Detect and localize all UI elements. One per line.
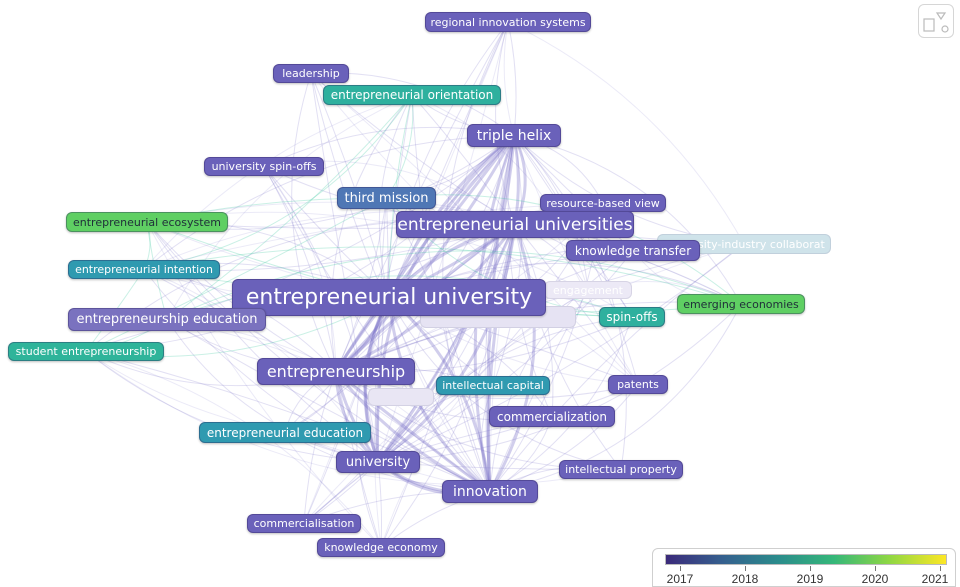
link <box>376 223 517 463</box>
link <box>143 269 379 463</box>
link <box>514 224 639 385</box>
node-entrepreneurial-orientation[interactable]: entrepreneurial orientation <box>323 85 501 105</box>
link <box>284 224 516 433</box>
node-entrepreneurial-intention[interactable]: entrepreneurial intention <box>68 260 220 279</box>
node-entrepreneurship[interactable]: entrepreneurship <box>257 358 415 385</box>
legend-year-label: 2018 <box>731 572 759 586</box>
link <box>310 73 390 298</box>
link <box>377 243 745 463</box>
link <box>303 297 390 524</box>
node-knowledge-economy[interactable]: knowledge economy <box>317 538 445 557</box>
node-third-mission[interactable]: third mission <box>337 187 436 209</box>
node-spin-offs[interactable]: spin-offs <box>599 307 665 327</box>
link <box>380 135 515 548</box>
node-entrepreneurial-university[interactable]: entrepreneurial university <box>232 279 546 316</box>
node-patents[interactable]: patents <box>608 375 668 394</box>
link <box>166 94 413 320</box>
link <box>310 73 639 385</box>
link <box>486 224 517 492</box>
year-color-legend: 2017 2018 2019 2020 2021 <box>652 548 956 587</box>
link <box>377 316 633 463</box>
node-university[interactable]: university <box>336 451 420 473</box>
link <box>143 202 604 270</box>
node-entrepreneurial-ecosystem[interactable]: entrepreneurial ecosystem <box>66 212 228 232</box>
link <box>330 94 413 372</box>
node-entrepreneurship-education[interactable]: entrepreneurship education <box>68 308 266 331</box>
link <box>303 135 515 524</box>
legend-tick <box>810 566 811 571</box>
view-options-button[interactable] <box>918 4 954 38</box>
link <box>166 94 413 320</box>
link <box>263 166 337 372</box>
node-innovation[interactable]: innovation <box>442 480 538 503</box>
legend-tick <box>680 566 681 571</box>
link <box>377 94 413 463</box>
node-intellectual-property[interactable]: intellectual property <box>559 460 683 479</box>
link <box>411 94 516 225</box>
node-hidden-cluster-2 <box>368 388 434 406</box>
link <box>377 197 387 463</box>
legend-year-label: 2019 <box>796 572 824 586</box>
link <box>263 166 337 372</box>
node-emerging-economies[interactable]: emerging economies <box>677 294 805 314</box>
link <box>507 21 745 245</box>
link <box>85 351 491 492</box>
link <box>143 94 413 270</box>
legend-tick <box>875 566 876 571</box>
link <box>166 135 515 320</box>
link <box>488 224 536 493</box>
filter-icon <box>923 12 949 33</box>
node-leadership[interactable]: leadership <box>273 64 349 83</box>
link <box>513 135 639 385</box>
link <box>495 21 516 225</box>
node-commercialization[interactable]: commercialization <box>489 406 615 427</box>
link <box>374 297 390 548</box>
link <box>303 371 337 524</box>
link <box>310 73 379 463</box>
link <box>514 224 622 470</box>
link <box>489 250 634 492</box>
link <box>387 134 515 299</box>
link <box>388 21 509 298</box>
link <box>503 21 515 136</box>
link <box>489 224 516 492</box>
node-university-spin-offs[interactable]: university spin-offs <box>204 157 324 176</box>
link <box>334 134 516 373</box>
link <box>380 224 516 548</box>
legend-tick <box>745 566 746 571</box>
legend-year-label: 2017 <box>666 572 694 586</box>
link <box>263 166 491 492</box>
node-intellectual-capital[interactable]: intellectual capital <box>436 376 550 395</box>
legend-gradient-bar <box>665 554 947 565</box>
link <box>335 370 491 493</box>
link <box>143 246 742 305</box>
legend-year-label: 2020 <box>861 572 889 586</box>
node-entrepreneurial-universities[interactable]: entrepreneurial universities <box>396 211 634 238</box>
link <box>489 243 745 492</box>
link <box>492 135 523 386</box>
legend-tick <box>940 566 941 571</box>
link <box>388 297 639 385</box>
node-student-entrepreneurship[interactable]: student entrepreneurship <box>8 342 164 361</box>
node-regional-innovation-systems[interactable]: regional innovation systems <box>425 12 591 32</box>
link <box>291 73 337 372</box>
legend-year-label: 2021 <box>921 572 949 586</box>
node-triple-helix[interactable]: triple helix <box>467 124 561 147</box>
link <box>355 297 390 548</box>
node-commercialisation[interactable]: commercialisation <box>247 514 361 533</box>
node-knowledge-transfer[interactable]: knowledge transfer <box>566 240 700 261</box>
link <box>334 134 516 373</box>
node-engagement[interactable]: engagement <box>544 281 632 299</box>
node-entrepreneurial-education[interactable]: entrepreneurial education <box>199 422 371 443</box>
link <box>507 21 517 136</box>
link <box>85 197 387 352</box>
link <box>388 297 622 470</box>
link <box>303 385 494 524</box>
link <box>166 319 491 492</box>
node-resource-based-view[interactable]: resource-based view <box>540 194 666 212</box>
link <box>377 224 517 464</box>
